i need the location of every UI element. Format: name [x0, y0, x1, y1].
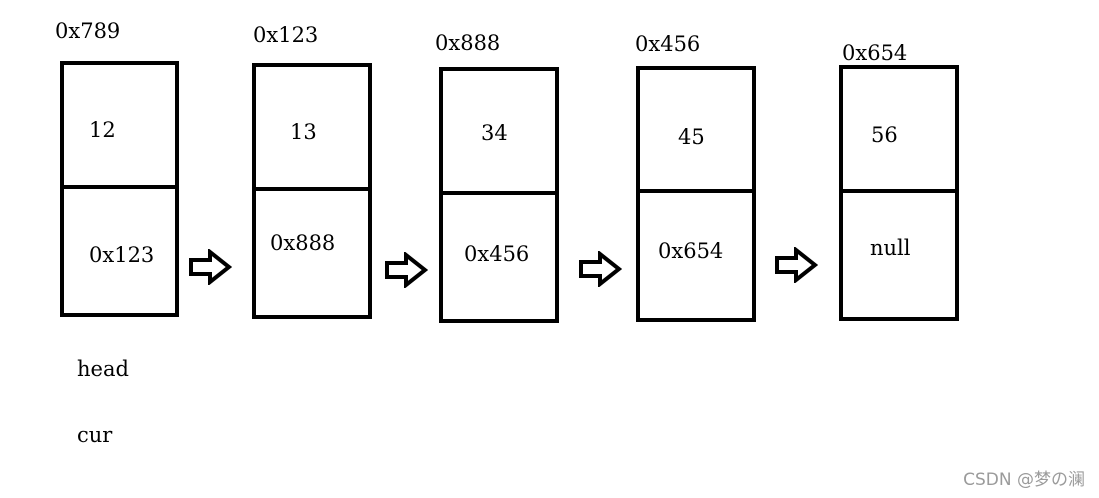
node-5-next-cell: null — [843, 189, 955, 317]
head-pointer-label: head — [77, 357, 129, 381]
node-5-value: 56 — [871, 123, 898, 147]
node-1-data-cell: 12 — [64, 65, 175, 189]
node-1: 12 0x123 — [60, 61, 179, 317]
node-4: 45 0x654 — [636, 66, 756, 322]
node-1-next: 0x123 — [89, 243, 155, 267]
node-3: 34 0x456 — [439, 67, 559, 323]
node-4-next: 0x654 — [658, 239, 724, 263]
node-1-value: 12 — [89, 118, 116, 142]
node-4-next-cell: 0x654 — [640, 189, 752, 318]
node-4-value: 45 — [678, 125, 705, 149]
node-4-data-cell: 45 — [640, 70, 752, 193]
watermark: CSDN @梦の澜 — [963, 470, 1085, 490]
node-2-value: 13 — [290, 120, 317, 144]
node-2-next-cell: 0x888 — [256, 187, 368, 315]
node-2-data-cell: 13 — [256, 67, 368, 191]
node-5: 56 null — [839, 65, 959, 321]
node-1-address: 0x789 — [55, 19, 121, 43]
node-2-address: 0x123 — [253, 23, 319, 47]
node-4-address: 0x456 — [635, 32, 701, 56]
cur-pointer-label: cur — [77, 423, 113, 447]
node-5-data-cell: 56 — [843, 69, 955, 193]
node-3-value: 34 — [481, 121, 508, 145]
node-5-address: 0x654 — [842, 41, 908, 65]
node-3-next-cell: 0x456 — [443, 191, 555, 319]
node-3-address: 0x888 — [435, 31, 501, 55]
arrow-right-icon — [579, 251, 622, 287]
arrow-right-icon — [385, 252, 428, 288]
node-1-next-cell: 0x123 — [64, 185, 175, 313]
node-2: 13 0x888 — [252, 63, 372, 319]
node-5-next: null — [870, 236, 911, 260]
node-3-data-cell: 34 — [443, 71, 555, 195]
node-3-next: 0x456 — [464, 242, 530, 266]
arrow-right-icon — [775, 247, 818, 283]
node-2-next: 0x888 — [270, 231, 336, 255]
arrow-right-icon — [189, 249, 232, 285]
